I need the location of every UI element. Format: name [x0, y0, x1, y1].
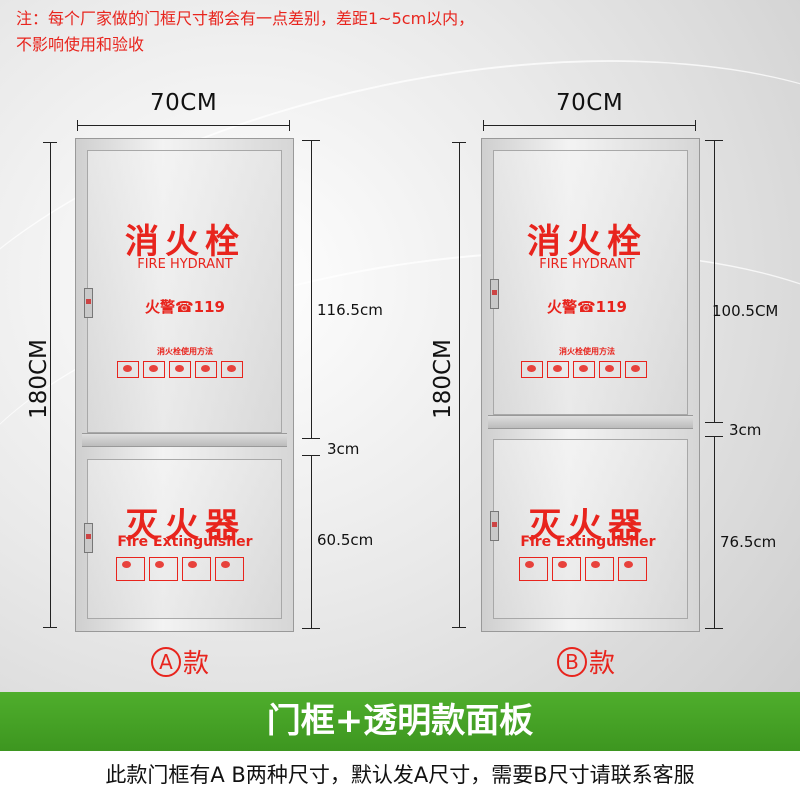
door-b-lower-height-label: 76.5cm: [720, 533, 777, 551]
extinguisher-step-icon: [116, 557, 145, 581]
door-a-upper-pane: [87, 150, 282, 433]
door-a-width-dimension: [77, 119, 290, 131]
dimension-tick: [705, 140, 723, 141]
door-b-extinguisher-subtitle: Fire Extinguisher: [520, 534, 656, 550]
dimension-tick: [302, 628, 320, 629]
door-a-divider: [82, 433, 287, 447]
dimension-tick: [302, 140, 320, 141]
door-a-width-label: 70CM: [150, 90, 218, 116]
variant-b-label: B 款: [557, 643, 615, 680]
extinguisher-step-icon: [552, 557, 581, 581]
variant-a-label: A 款: [151, 643, 209, 680]
size-option-footer: 此款门框有A B两种尺寸，默认发A尺寸，需要B尺寸请联系客服: [0, 751, 800, 800]
dimension-tick: [705, 628, 723, 629]
door-b-usage-title: 消火栓使用方法: [559, 347, 615, 356]
hydrant-step-icon: [117, 361, 139, 378]
variant-a-letter: A: [151, 646, 181, 677]
door-b-hydrant-title: 消火栓: [527, 222, 647, 262]
extinguisher-step-icon: [215, 557, 244, 581]
hydrant-step-icon: [521, 361, 543, 378]
door-a-lower-pane: [87, 459, 282, 619]
note-line-2: 不影响使用和验收: [16, 35, 145, 54]
hydrant-step-icon: [573, 361, 595, 378]
door-b-upper-dimension: [714, 140, 715, 422]
door-b-width-dimension: [483, 119, 696, 131]
hydrant-step-icon: [599, 361, 621, 378]
door-b-fire-phone: 火警☎119: [547, 298, 627, 316]
product-title-banner: 门框+透明款面板: [0, 692, 800, 751]
door-b-hydrant-subtitle: FIRE HYDRANT: [539, 257, 635, 272]
door-b-lower-lock[interactable]: [490, 511, 499, 541]
door-b-extinguisher-usage-icons: [519, 557, 647, 581]
door-a-upper-height-label: 116.5cm: [317, 301, 383, 319]
extinguisher-step-icon: [519, 557, 548, 581]
variant-b-letter: B: [557, 646, 587, 677]
door-a-fire-phone: 火警☎119: [145, 298, 225, 316]
door-b-height-label: 180CM: [430, 339, 456, 419]
door-a-lower-height-label: 60.5cm: [317, 531, 374, 549]
door-a-extinguisher-subtitle: Fire Extinguisher: [117, 534, 253, 550]
door-a-upper-dimension: [311, 140, 312, 438]
door-a-gap-label: 3cm: [327, 440, 360, 458]
variant-a-suffix: 款: [183, 649, 210, 679]
door-b-gap-label: 3cm: [729, 421, 762, 439]
extinguisher-step-icon: [149, 557, 178, 581]
door-a-hydrant-usage-icons: [117, 361, 243, 378]
door-a-frame: [75, 138, 294, 632]
door-a-hydrant-title: 消火栓: [125, 222, 245, 262]
door-b-divider: [488, 415, 693, 429]
door-a-hydrant-subtitle: FIRE HYDRANT: [137, 257, 233, 272]
door-b-lower-pane: [493, 439, 688, 619]
door-b-hydrant-usage-icons: [521, 361, 647, 378]
door-b-upper-pane: [493, 150, 688, 415]
hydrant-step-icon: [169, 361, 191, 378]
extinguisher-step-icon: [585, 557, 614, 581]
hydrant-step-icon: [143, 361, 165, 378]
size-tolerance-note: 注：每个厂家做的门框尺寸都会有一点差别，差距1~5cm以内， 不影响使用和验收: [16, 6, 786, 58]
door-a-height-label: 180CM: [26, 339, 52, 419]
note-line-1: 注：每个厂家做的门框尺寸都会有一点差别，差距1~5cm以内，: [16, 9, 475, 28]
door-b-extinguisher-title: 灭火器: [528, 506, 648, 546]
door-b-upper-height-label: 100.5CM: [712, 302, 779, 320]
door-a-usage-title: 消火栓使用方法: [157, 347, 213, 356]
hydrant-step-icon: [547, 361, 569, 378]
door-a-extinguisher-usage-icons: [116, 557, 244, 581]
hydrant-step-icon: [195, 361, 217, 378]
dimension-tick: [705, 422, 723, 423]
variant-b-suffix: 款: [589, 649, 616, 679]
hydrant-step-icon: [221, 361, 243, 378]
door-b-width-label: 70CM: [556, 90, 624, 116]
door-a-lower-lock[interactable]: [84, 523, 93, 553]
door-a-extinguisher-title: 灭火器: [125, 506, 245, 546]
door-a-upper-lock[interactable]: [84, 288, 93, 318]
door-a-lower-dimension: [311, 455, 312, 628]
door-a-height-dimension: [43, 142, 57, 628]
door-b-lower-dimension: [714, 436, 715, 628]
door-b-height-dimension: [452, 142, 466, 628]
hydrant-step-icon: [625, 361, 647, 378]
door-b-upper-lock[interactable]: [490, 279, 499, 309]
door-b-frame: [481, 138, 700, 632]
extinguisher-step-icon: [618, 557, 647, 581]
extinguisher-step-icon: [182, 557, 211, 581]
dimension-tick: [302, 438, 320, 439]
